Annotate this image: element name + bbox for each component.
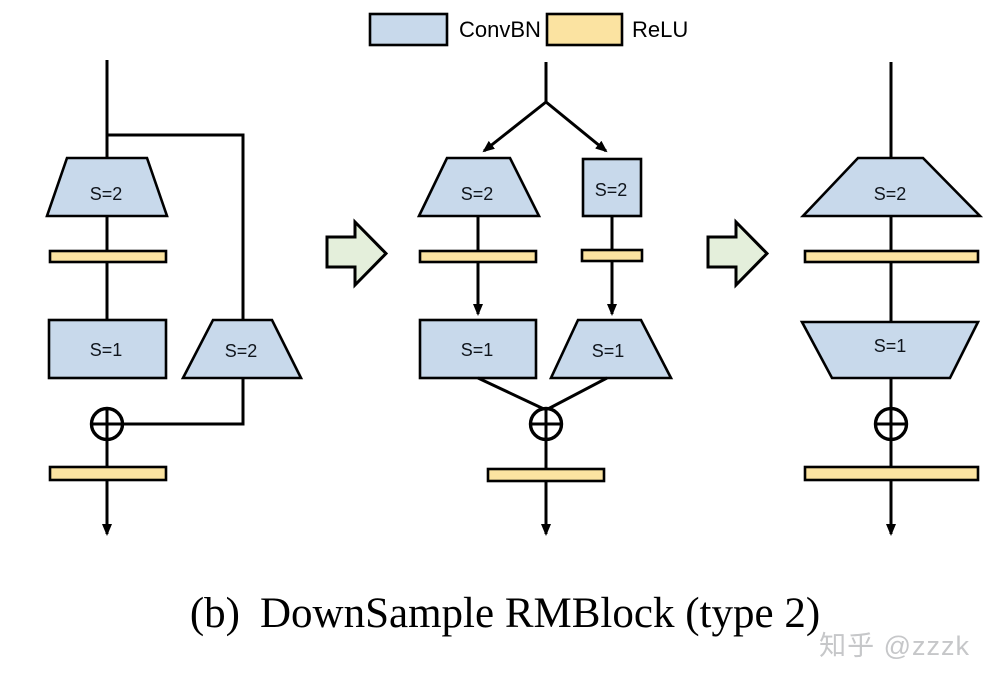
legend: ConvBN ReLU	[368, 12, 688, 47]
merge-line-left	[477, 376, 547, 412]
legend-convbn-swatch	[368, 12, 449, 47]
stride-label: S=2	[874, 184, 907, 204]
stage-original: S=2 S=1 S=2	[45, 60, 304, 536]
stride-label: S=2	[225, 341, 258, 361]
stride-label: S=1	[592, 341, 625, 361]
stage-merged: S=2 S=1	[799, 62, 984, 536]
stride-label: S=2	[90, 184, 123, 204]
relu-bar	[486, 467, 606, 483]
stride-label: S=1	[461, 340, 494, 360]
stride-label: S=2	[461, 184, 494, 204]
relu-bar	[803, 249, 980, 264]
diagram-svg: ConvBN ReLU S=2 S=1 S=2	[45, 12, 984, 536]
legend-relu-label: ReLU	[632, 17, 688, 42]
convbn-trapezoid-s2	[45, 156, 169, 218]
watermark-text: 知乎 @zzzk	[819, 631, 970, 661]
legend-convbn-label: ConvBN	[459, 17, 541, 42]
stride-label: S=1	[90, 340, 123, 360]
split-arrow-right	[545, 100, 608, 153]
transform-right-arrow-icon	[706, 218, 770, 289]
split-arrow-left	[482, 100, 547, 153]
relu-bar	[48, 465, 168, 482]
caption-title: DownSample RMBlock (type 2)	[260, 590, 821, 637]
merge-line-right	[545, 376, 608, 412]
relu-bar	[580, 248, 644, 263]
relu-bar	[48, 249, 168, 264]
transform-right-arrow-icon	[325, 218, 389, 289]
convbn-square-s2	[581, 157, 643, 218]
caption-index: (b)	[189, 590, 240, 637]
convbn-trapezoid-wide-s2	[799, 156, 984, 218]
stage-two-branch: S=2 S=2 S=1 S=1	[416, 62, 674, 536]
stride-label: S=2	[595, 180, 628, 200]
stride-label: S=1	[874, 336, 907, 356]
relu-bar	[803, 465, 980, 482]
relu-bar	[418, 249, 538, 264]
figure-caption: (b) DownSample RMBlock (type 2)	[8, 588, 994, 640]
convbn-trapezoid-skip-s2	[180, 318, 304, 380]
convbn-rect-s1	[47, 318, 168, 380]
legend-relu-swatch	[545, 12, 624, 47]
convbn-trapezoid-s2	[416, 156, 542, 218]
convbn-rect-s1	[418, 318, 538, 380]
convbn-trapezoid-inverted-s1	[799, 320, 981, 380]
convbn-trapezoid-s1	[548, 318, 674, 380]
